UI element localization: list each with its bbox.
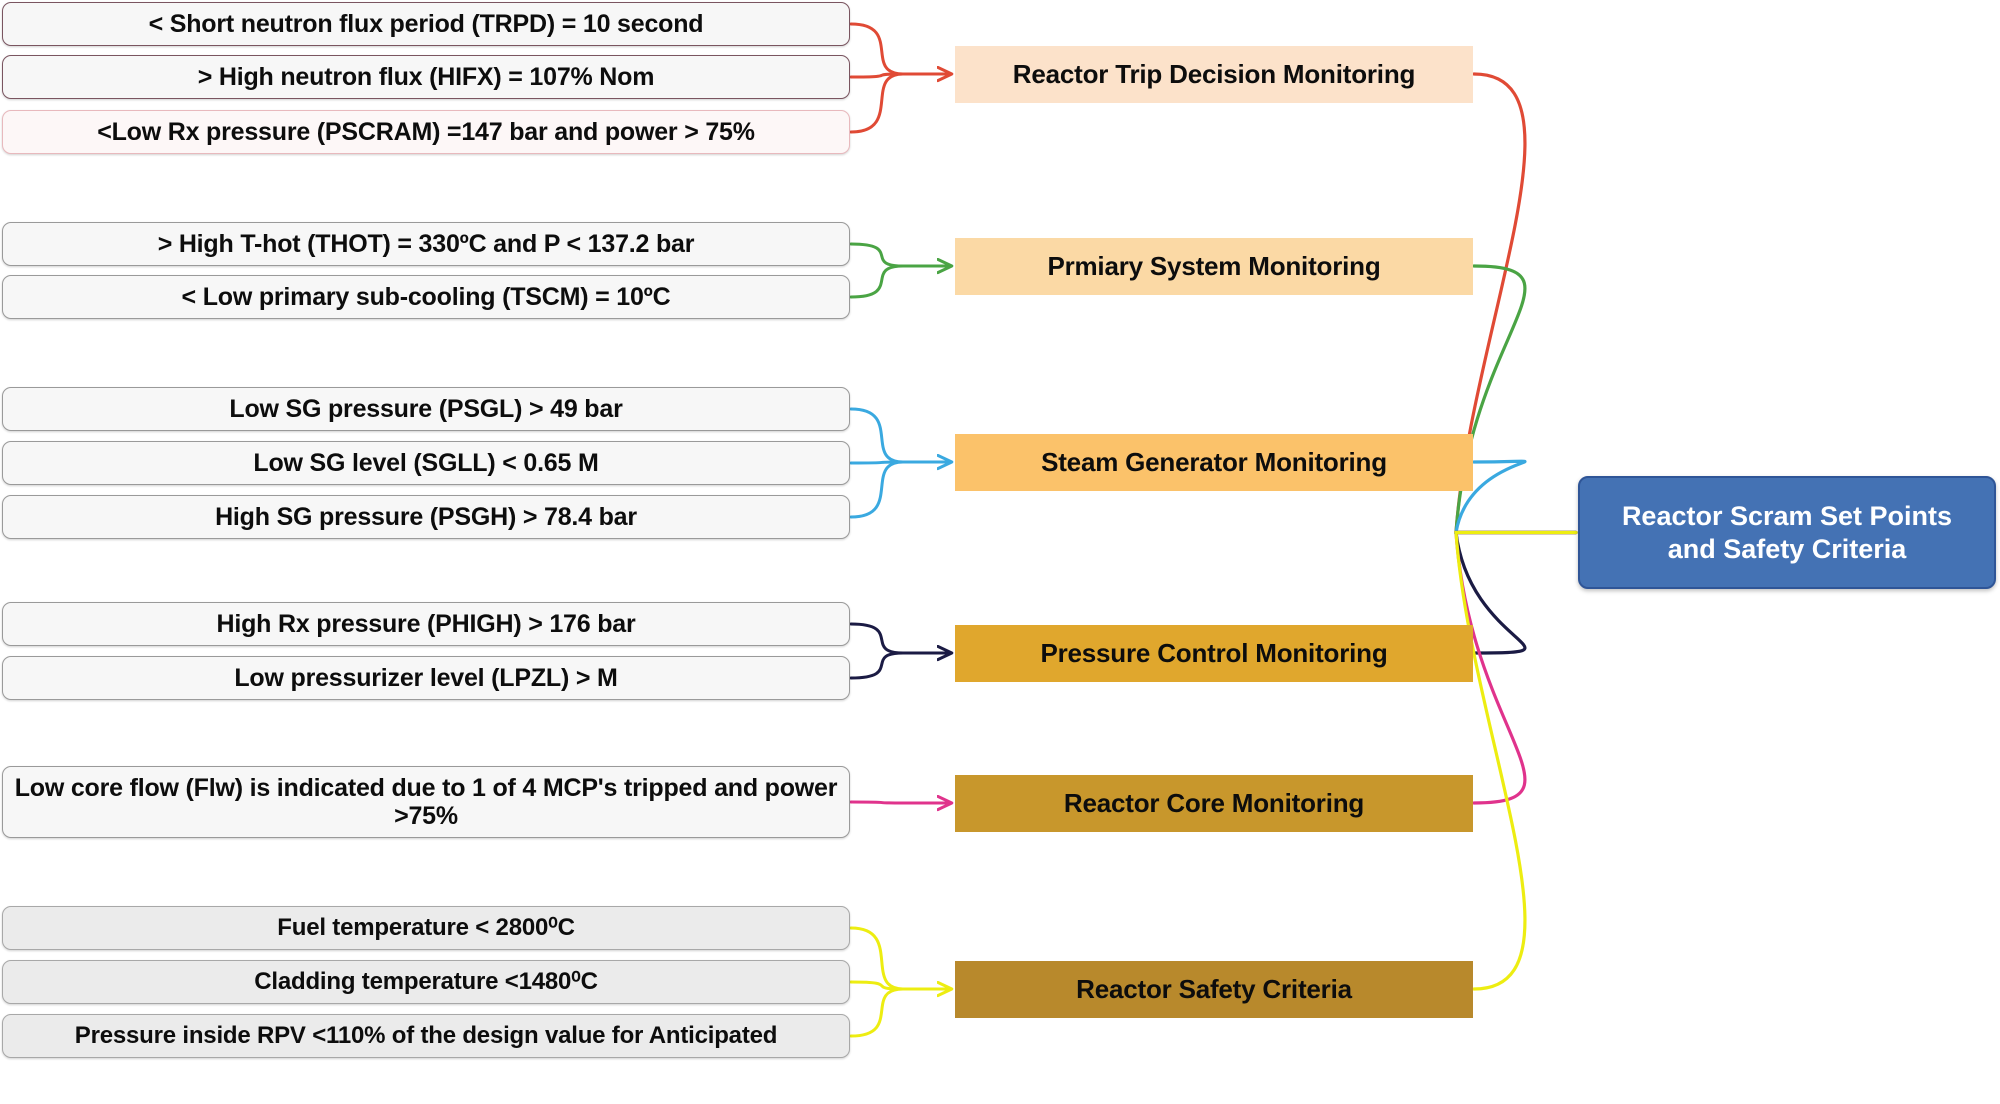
connector-line	[849, 800, 905, 805]
criteria-box[interactable]: Low SG pressure (PSGL) > 49 bar	[2, 387, 850, 431]
criteria-label: < Short neutron flux period (TRPD) = 10 …	[148, 10, 704, 38]
category-box-reactor-core-monitoring[interactable]: Reactor Core Monitoring	[955, 774, 1473, 832]
connector-line	[1454, 530, 1578, 655]
criteria-label: Low core flow (Flw) is indicated due to …	[14, 774, 838, 830]
connector-line	[849, 926, 905, 991]
category-box-pressure-control-monitoring[interactable]: Pressure Control Monitoring	[955, 624, 1473, 682]
criteria-label: Low SG level (SGLL) < 0.65 M	[253, 449, 599, 477]
category-box-primary-system-monitoring[interactable]: Prmiary System Monitoring	[955, 237, 1473, 295]
root-node-label-line2: and Safety Criteria	[1667, 533, 1907, 564]
criteria-box[interactable]: Low pressurizer level (LPZL) > M	[2, 656, 850, 700]
criteria-box[interactable]: Low SG level (SGLL) < 0.65 M	[2, 441, 850, 485]
category-box-reactor-trip-decision-monitoring[interactable]: Reactor Trip Decision Monitoring	[955, 45, 1473, 103]
connector-line	[849, 460, 905, 465]
criteria-label: Cladding temperature <1480⁰C	[254, 967, 598, 995]
category-label: Steam Generator Monitoring	[1041, 446, 1387, 477]
connector-line	[1454, 459, 1578, 535]
criteria-label: < Low primary sub-cooling (TSCM) = 10ºC	[181, 283, 671, 311]
criteria-label: Low SG pressure (PSGL) > 49 bar	[229, 395, 623, 423]
criteria-label: High Rx pressure (PHIGH) > 176 bar	[216, 610, 636, 638]
category-label: Reactor Safety Criteria	[1076, 973, 1352, 1004]
connector-line	[849, 264, 905, 299]
connector-line	[849, 72, 905, 79]
criteria-box[interactable]: <Low Rx pressure (PSCRAM) =147 bar and p…	[2, 110, 850, 154]
criteria-box[interactable]: > High neutron flux (HIFX) = 107% Nom	[2, 55, 850, 99]
criteria-label: > High T-hot (THOT) = 330ºC and P < 137.…	[157, 230, 695, 258]
criteria-box[interactable]: Fuel temperature < 2800⁰C	[2, 906, 850, 950]
connector-line	[849, 622, 905, 655]
connector-line	[849, 407, 905, 464]
criteria-box[interactable]: Low core flow (Flw) is indicated due to …	[2, 766, 850, 838]
criteria-box[interactable]: High Rx pressure (PHIGH) > 176 bar	[2, 602, 850, 646]
category-box-steam-generator-monitoring[interactable]: Steam Generator Monitoring	[955, 433, 1473, 491]
connector-line	[849, 987, 905, 1038]
connector-line	[849, 72, 905, 134]
criteria-label: > High neutron flux (HIFX) = 107% Nom	[197, 63, 655, 91]
category-label: Reactor Core Monitoring	[1063, 787, 1365, 818]
criteria-label: <Low Rx pressure (PSCRAM) =147 bar and p…	[97, 118, 755, 146]
category-label: Prmiary System Monitoring	[1047, 250, 1381, 281]
connector-line	[849, 980, 905, 991]
connector-line	[1454, 530, 1578, 991]
criteria-box[interactable]: < Short neutron flux period (TRPD) = 10 …	[2, 2, 850, 46]
criteria-box[interactable]: > High T-hot (THOT) = 330ºC and P < 137.…	[2, 222, 850, 266]
connector-line	[1454, 264, 1578, 535]
criteria-label: Low pressurizer level (LPZL) > M	[234, 664, 618, 692]
category-label: Pressure Control Monitoring	[1040, 637, 1388, 668]
criteria-label: High SG pressure (PSGH) > 78.4 bar	[215, 503, 637, 531]
connector-line	[849, 460, 905, 519]
criteria-box[interactable]: < Low primary sub-cooling (TSCM) = 10ºC	[2, 275, 850, 319]
criteria-label: Fuel temperature < 2800⁰C	[277, 913, 575, 941]
connector-line	[849, 22, 905, 76]
category-label: Reactor Trip Decision Monitoring	[1012, 58, 1416, 89]
criteria-box[interactable]: High SG pressure (PSGH) > 78.4 bar	[2, 495, 850, 539]
connector-line	[1454, 530, 1578, 805]
criteria-label: Pressure inside RPV <110% of the design …	[74, 1021, 778, 1049]
connector-line	[849, 242, 905, 268]
connector-line	[849, 651, 905, 680]
criteria-box[interactable]: Pressure inside RPV <110% of the design …	[2, 1014, 850, 1058]
criteria-box[interactable]: Cladding temperature <1480⁰C	[2, 960, 850, 1004]
category-box-reactor-safety-criteria[interactable]: Reactor Safety Criteria	[955, 960, 1473, 1018]
root-node-label-line1: Reactor Scram Set Points	[1621, 501, 1953, 532]
connector-line	[1454, 72, 1578, 535]
